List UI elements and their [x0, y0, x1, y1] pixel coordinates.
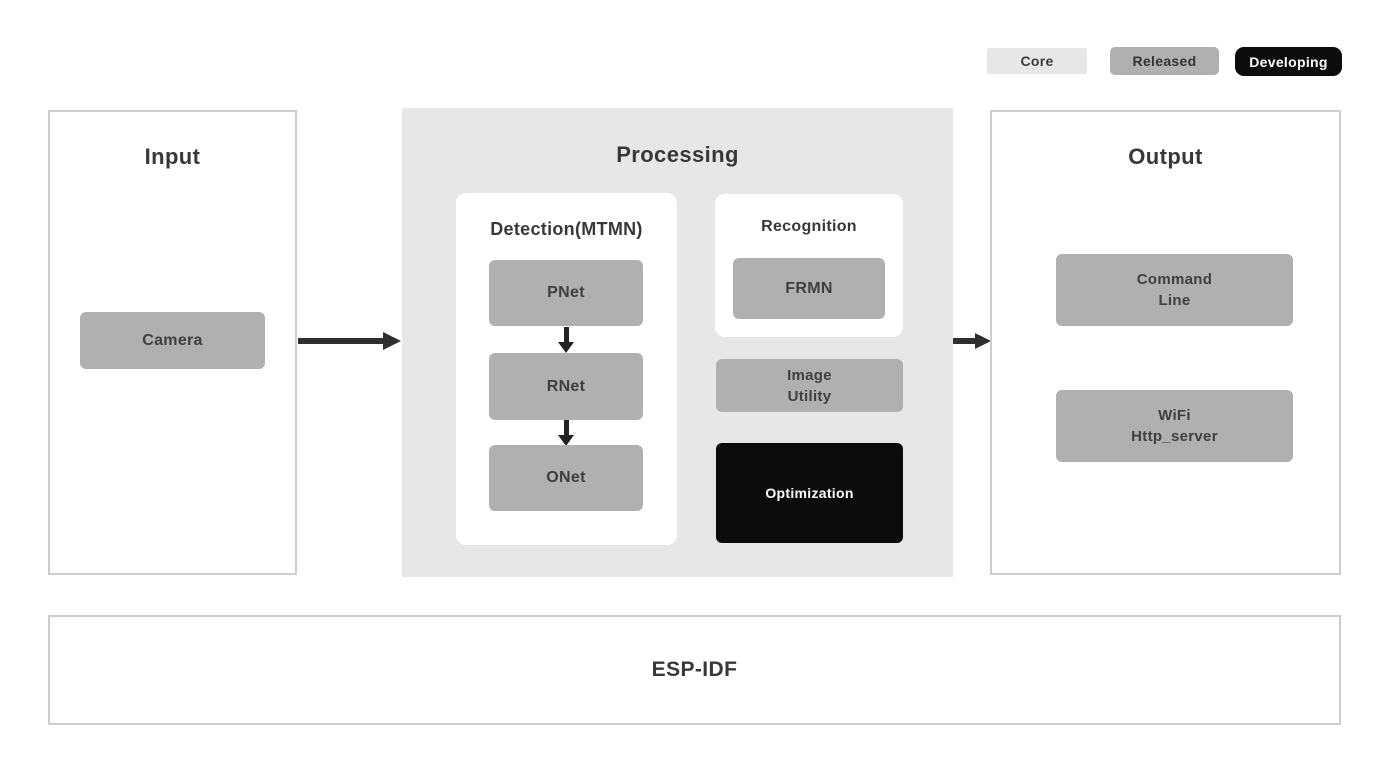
flow-arrow-processing-to-output-head [975, 333, 991, 349]
flow-arrow-rnet-to-onet-stem [564, 420, 569, 435]
recognition-card: Recognition FRMN [715, 194, 903, 337]
flow-arrow-processing-to-output-stem [953, 338, 975, 344]
legend-core-label: Core [1020, 53, 1054, 69]
frmn-module: FRMN [733, 258, 885, 319]
pnet-module: PNet [489, 260, 643, 326]
detection-card-title: Detection(MTMN) [490, 219, 643, 239]
output-panel: Output Command Line WiFi Http_server [990, 110, 1341, 575]
optimization-label: Optimization [765, 485, 854, 501]
camera-module: Camera [80, 312, 265, 369]
legend: Core Released Developing [0, 0, 1373, 90]
legend-released-label: Released [1132, 53, 1197, 69]
command-line-label: Command Line [1137, 269, 1212, 311]
esp-idf-panel: ESP-IDF [48, 615, 1341, 725]
detection-card: Detection(MTMN) PNet RNet ONet [456, 193, 677, 545]
rnet-module: RNet [489, 353, 643, 420]
legend-chip-released: Released [1110, 47, 1219, 75]
input-panel: Input Camera [48, 110, 297, 575]
optimization-module: Optimization [716, 443, 903, 543]
image-utility-line2: Utility [787, 387, 832, 405]
processing-panel-title: Processing [616, 142, 739, 167]
wifi-line1: WiFi [1158, 407, 1191, 424]
wifi-line2: Http_server [1131, 428, 1218, 445]
flow-arrow-rnet-to-onet-head [558, 435, 574, 446]
command-line-line1: Command [1136, 271, 1213, 288]
esp-idf-title: ESP-IDF [651, 658, 738, 681]
flow-arrow-input-to-processing-stem [298, 338, 384, 344]
pnet-label: PNet [547, 284, 585, 301]
image-utility-label: Image Utility [787, 365, 832, 407]
output-panel-title: Output [1128, 144, 1203, 169]
image-utility-module: Image Utility [716, 359, 903, 412]
input-panel-title: Input [144, 144, 201, 169]
recognition-card-title: Recognition [761, 218, 857, 235]
processing-panel: Processing Detection(MTMN) PNet RNet ONe… [402, 108, 953, 577]
legend-chip-core: Core [987, 48, 1087, 74]
frmn-label: FRMN [785, 279, 833, 297]
flow-arrow-pnet-to-rnet-stem [564, 327, 569, 342]
rnet-label: RNet [546, 377, 586, 395]
command-line-line2: Line [1158, 292, 1191, 309]
onet-module: ONet [489, 445, 643, 511]
command-line-module: Command Line [1056, 254, 1293, 326]
legend-developing-label: Developing [1249, 53, 1328, 70]
legend-chip-developing: Developing [1235, 47, 1342, 76]
wifi-http-server-module: WiFi Http_server [1056, 390, 1293, 462]
flow-arrow-input-to-processing-head [383, 332, 401, 350]
flow-arrow-pnet-to-rnet-head [558, 342, 574, 353]
camera-label: Camera [142, 331, 203, 349]
image-utility-line1: Image [787, 366, 832, 384]
onet-label: ONet [546, 469, 586, 486]
wifi-http-server-label: WiFi Http_server [1131, 405, 1218, 447]
